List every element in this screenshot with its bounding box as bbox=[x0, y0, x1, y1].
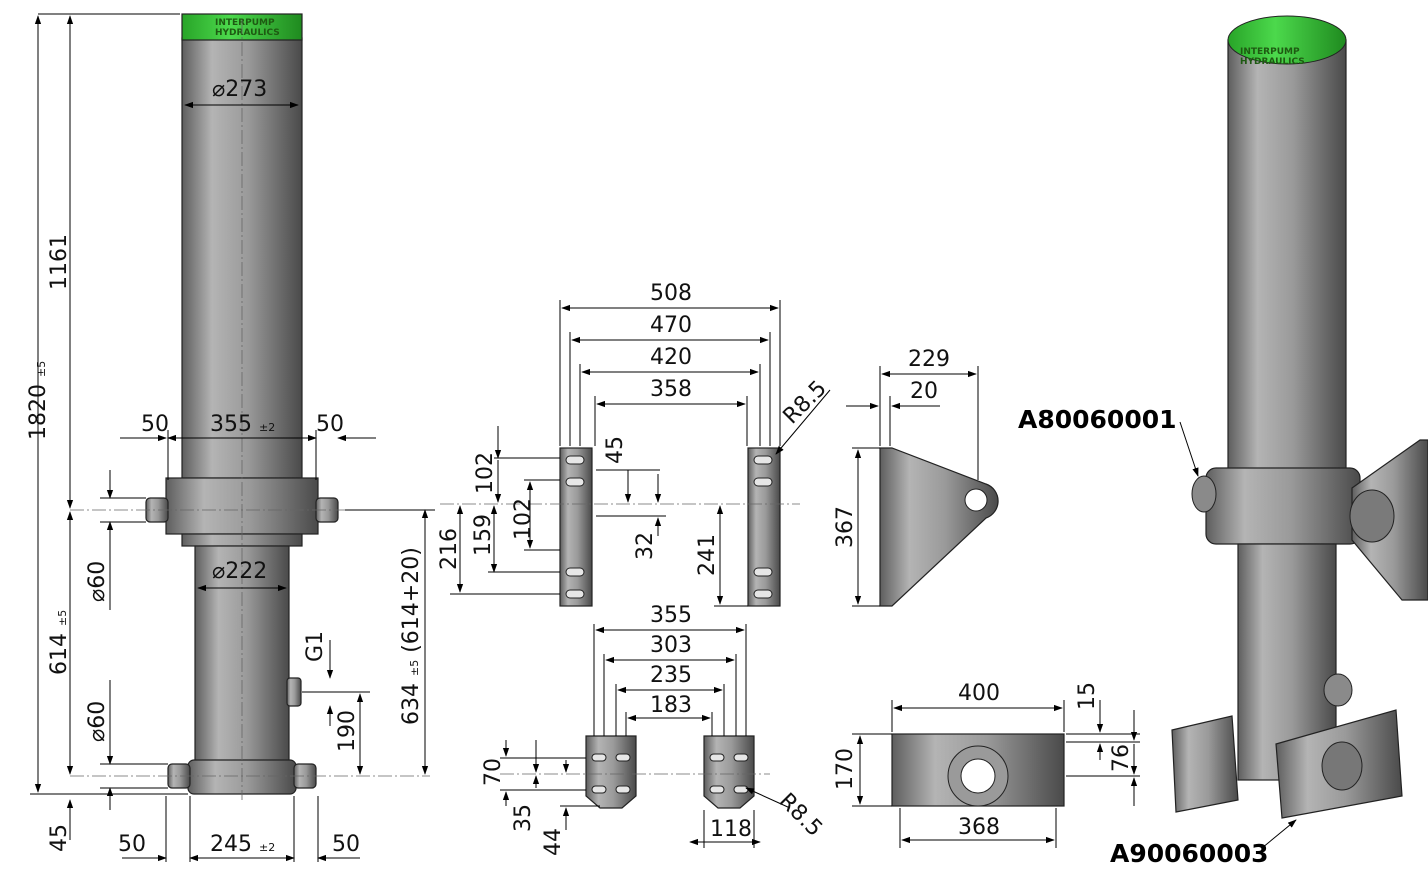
dim-base-pin-left: 50 bbox=[118, 832, 146, 857]
lb-w3: 235 bbox=[650, 663, 692, 688]
gusset-height: 367 bbox=[833, 506, 858, 548]
lb-h-a: 70 bbox=[481, 758, 506, 786]
cap-logo-line2: HYDRAULICS bbox=[215, 28, 280, 38]
lower-bracket-right bbox=[703, 735, 755, 809]
dim-base-pin-right: 50 bbox=[332, 832, 360, 857]
dim-pin-dia-top: ⌀60 bbox=[85, 561, 110, 602]
dim-dia-top: ⌀273 bbox=[212, 77, 267, 102]
lb-w4: 183 bbox=[650, 693, 692, 718]
lb-width: 118 bbox=[710, 817, 752, 842]
upper-bracket-left bbox=[559, 447, 593, 607]
ub-h-c: 102 bbox=[511, 498, 536, 540]
ub-h-d: 216 bbox=[437, 528, 462, 570]
gusset-width: 229 bbox=[908, 347, 950, 372]
base-view: 400 368 170 15 76 bbox=[833, 681, 1140, 848]
dim-base-width: 245 ±2 bbox=[210, 832, 275, 857]
ub-h-a: 102 bbox=[473, 452, 498, 494]
render-ring bbox=[1205, 467, 1361, 545]
oil-port bbox=[286, 677, 302, 707]
lower-brackets-view: 355 303 235 183 70 35 44 118 R8.5 bbox=[481, 603, 827, 856]
ub-h-b: 159 bbox=[471, 514, 496, 556]
dim-pin-dia-bottom: ⌀60 bbox=[85, 701, 110, 742]
ub-h-f: 32 bbox=[633, 532, 658, 560]
dim-port: G1 bbox=[303, 631, 328, 662]
base-h-a: 15 bbox=[1075, 682, 1100, 710]
dim-ring-width: 355 ±2 bbox=[210, 412, 275, 437]
dim-ring-pin-right: 50 bbox=[316, 412, 344, 437]
cap-logo-line1: INTERPUMP bbox=[215, 18, 275, 28]
lb-w2: 303 bbox=[650, 633, 692, 658]
render-logo-line2: HYDRAULICS bbox=[1240, 57, 1305, 67]
part-code-upper: A80060001 bbox=[1018, 405, 1177, 434]
gusset-thickness: 20 bbox=[910, 379, 938, 404]
base-h-b: 76 bbox=[1109, 744, 1134, 772]
gusset-plate bbox=[879, 447, 999, 607]
dim-len-close: 614 ±5 bbox=[47, 610, 72, 675]
dim-ring-pin-left: 50 bbox=[141, 412, 169, 437]
ub-w3: 420 bbox=[650, 345, 692, 370]
base-width-bottom: 368 bbox=[958, 815, 1000, 840]
ub-radius: R8.5 bbox=[779, 376, 832, 429]
lb-h-c: 44 bbox=[541, 828, 566, 856]
base-width-top: 400 bbox=[958, 681, 1000, 706]
ub-w2: 470 bbox=[650, 313, 692, 338]
lower-bracket-left bbox=[585, 735, 637, 809]
base-height: 170 bbox=[833, 748, 858, 790]
dim-dia-mid: ⌀222 bbox=[212, 559, 267, 584]
upper-brackets-view: 508 470 420 358 R8.5 102 159 102 216 45 … bbox=[437, 281, 832, 607]
part-code-lower: A90060003 bbox=[1110, 839, 1269, 868]
dim-len-total: 1820 ±5 bbox=[26, 361, 51, 440]
dim-len-bottom: 45 bbox=[47, 824, 72, 852]
ub-h-g: 241 bbox=[695, 534, 720, 576]
ub-w1: 508 bbox=[650, 281, 692, 306]
upper-bracket-right bbox=[747, 447, 781, 607]
cylinder-elevation: INTERPUMP HYDRAULICS bbox=[26, 13, 435, 862]
render-logo-line1: INTERPUMP bbox=[1240, 47, 1300, 57]
ub-h-e: 45 bbox=[603, 436, 628, 464]
gusset-view: 229 20 367 bbox=[833, 347, 999, 607]
cylinder-3d-render: INTERPUMP HYDRAULICS A80060001 A90060003 bbox=[1018, 15, 1428, 868]
ub-w4: 358 bbox=[650, 377, 692, 402]
lb-radius: R8.5 bbox=[774, 789, 827, 842]
lb-w1: 355 bbox=[650, 603, 692, 628]
dim-ref-height: 634 ±5 (614+20) bbox=[399, 547, 424, 725]
dim-port-height: 190 bbox=[335, 710, 360, 752]
dim-len-top: 1161 bbox=[47, 234, 72, 290]
render-lower-bracket-left bbox=[1171, 715, 1239, 813]
render-cap bbox=[1227, 15, 1347, 65]
render-upper-stage bbox=[1227, 39, 1347, 471]
lb-h-b: 35 bbox=[511, 804, 536, 832]
